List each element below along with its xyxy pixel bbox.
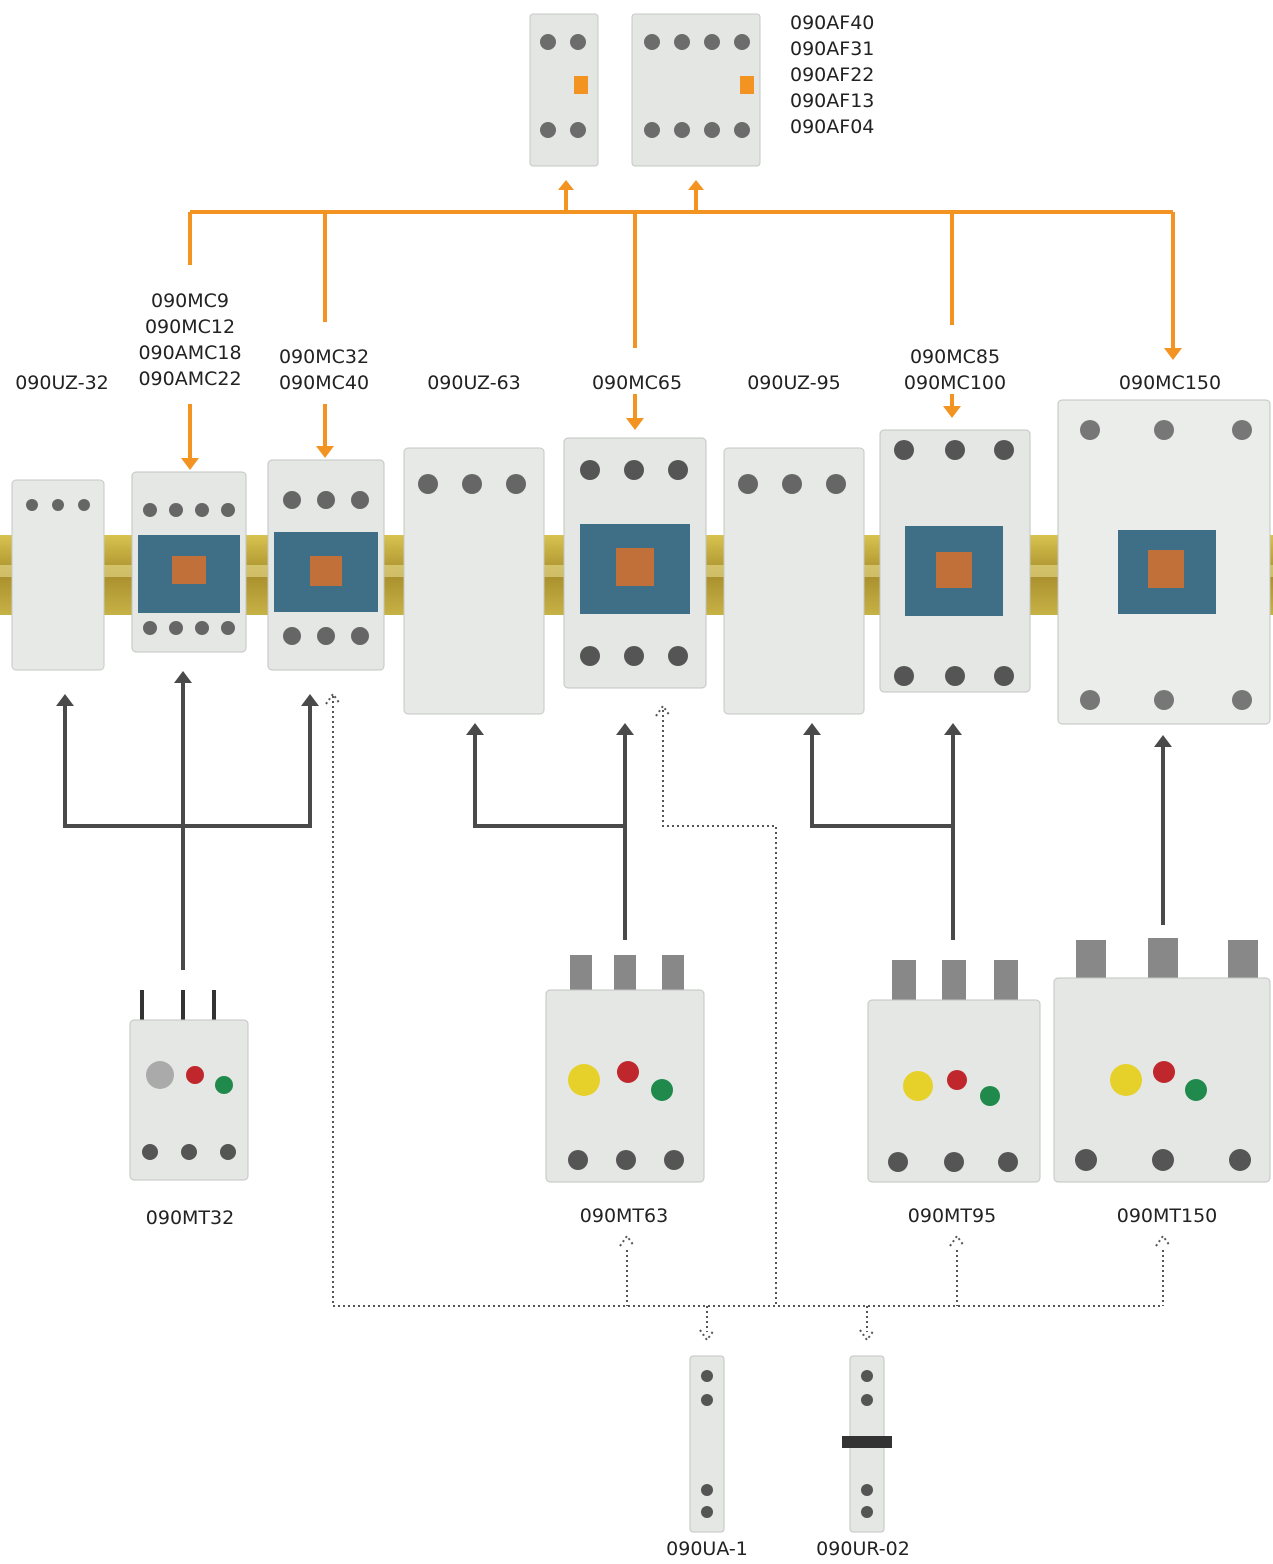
dark-connectors	[63, 682, 1165, 970]
label-ua1: 090UA-1	[666, 1536, 748, 1562]
label-mc-mid: 090MC32 090MC40	[279, 344, 369, 396]
terminal-cover-uz32	[11, 479, 105, 671]
aux-contact-2pole	[529, 13, 599, 167]
relay-mt95	[867, 960, 1041, 1183]
label-text: 090UZ-95	[747, 372, 841, 394]
label-mc150: 090MC150	[1119, 370, 1221, 396]
label-text: 090MC100	[903, 372, 1007, 394]
label-mt95: 090MT95	[908, 1203, 996, 1229]
orange-connectors	[188, 188, 1175, 460]
terminal-cover-uz95	[723, 447, 865, 715]
label-text: 090UZ-63	[427, 372, 521, 394]
label-mt150: 090MT150	[1117, 1203, 1218, 1229]
dark-arrowheads	[56, 671, 1172, 747]
label-text: 090MC150	[1118, 372, 1222, 394]
relay-mt63	[545, 955, 705, 1183]
label-uz63: 090UZ-63	[427, 370, 521, 396]
contactor-mc65	[563, 437, 707, 689]
label-mc65: 090MC65	[592, 370, 682, 396]
label-uz95: 090UZ-95	[747, 370, 841, 396]
accessory-ua1	[689, 1355, 725, 1533]
label-text: 090MC9	[150, 290, 230, 312]
label-mc-small: 090MC9 090MC12 090AMC18 090AMC22	[138, 288, 241, 392]
label-text: 090MC40	[278, 372, 370, 394]
label-text: 090MT150	[1116, 1205, 1218, 1227]
label-mc-large: 090MC85 090MC100	[904, 344, 1006, 396]
dotted-connectors	[325, 692, 1171, 1342]
contactor-mc85-100	[879, 429, 1031, 693]
accessory-ur02	[842, 1355, 892, 1533]
label-uz32: 090UZ-32	[15, 370, 109, 396]
label-text: 090MT63	[579, 1205, 669, 1227]
contactor-mc32-40	[267, 459, 385, 671]
label-text: 090MT32	[145, 1207, 235, 1229]
contactor-mc150	[1057, 399, 1271, 725]
aux-contact-4pole	[631, 13, 761, 167]
label-text: 090MT95	[907, 1205, 997, 1227]
label-text: 090MC85	[909, 346, 1001, 368]
contactor-mc9-22	[131, 471, 247, 653]
label-ur02: 090UR-02	[816, 1536, 910, 1562]
label-text: 090AMC18	[138, 342, 242, 364]
label-text: 090MC65	[591, 372, 683, 394]
aux-label: 090AF04	[790, 116, 875, 138]
aux-contact-labels: 090AF40 090AF31 090AF22 090AF13 090AF04	[790, 10, 874, 140]
label-text: 090MC32	[278, 346, 370, 368]
relay-mt32	[129, 990, 249, 1181]
aux-label: 090AF40	[790, 12, 875, 34]
aux-label: 090AF13	[790, 90, 875, 112]
label-text: 090MC12	[144, 316, 236, 338]
label-text: 090UR-02	[816, 1538, 910, 1560]
terminal-cover-uz63	[403, 447, 545, 715]
relay-mt150	[1053, 938, 1271, 1183]
label-text: 090UZ-32	[15, 372, 109, 394]
label-text: 090AMC22	[138, 368, 242, 390]
aux-label: 090AF31	[790, 38, 875, 60]
label-text: 090UA-1	[666, 1538, 748, 1560]
orange-arrowheads	[181, 180, 1182, 470]
label-mt63: 090MT63	[580, 1203, 668, 1229]
aux-label: 090AF22	[790, 64, 875, 86]
label-mt32: 090MT32	[146, 1205, 234, 1231]
